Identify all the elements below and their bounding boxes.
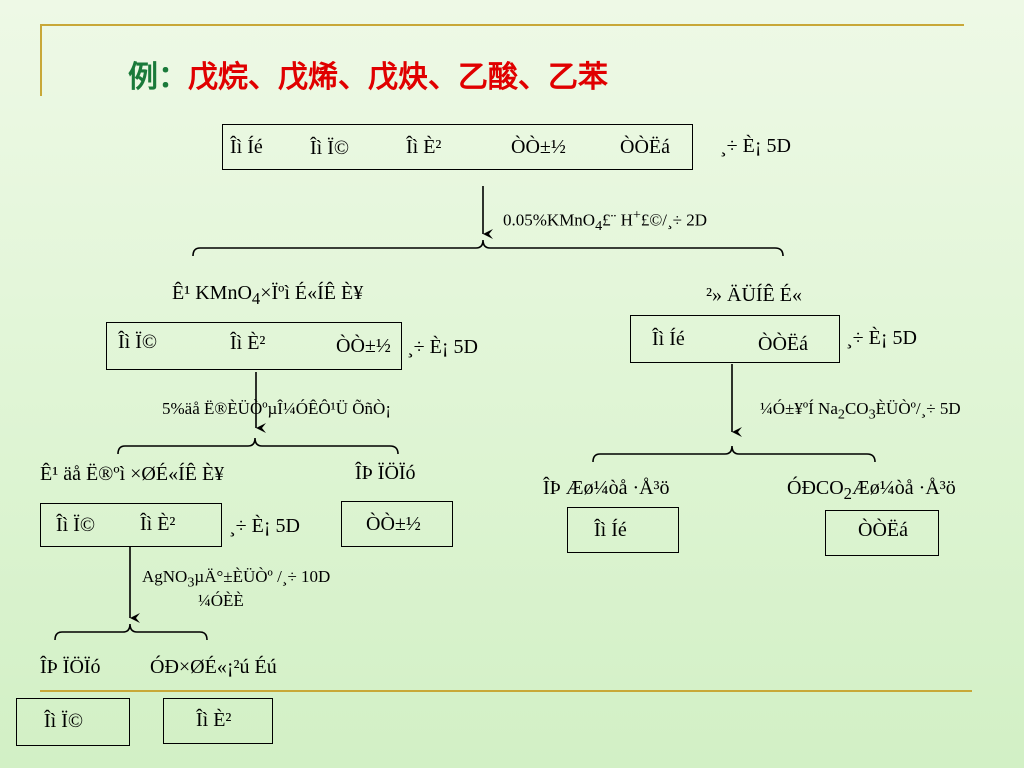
right-result-left-item: Îì Íé [594, 519, 627, 541]
title-label: 例： [128, 60, 188, 95]
left-branch-note: ¸÷ È¡ 5D [407, 336, 478, 358]
brace-main [192, 239, 784, 257]
page-title: 例：戊烷、戊烯、戊炔、乙酸、乙苯 [128, 52, 608, 96]
level2-left-box [40, 503, 222, 547]
left-branch-box [106, 322, 402, 370]
bottom-rule [40, 690, 972, 692]
right-result-left: ÎÞ Æø¼òå ·Å³ö [543, 477, 670, 499]
right-result-right-box [825, 510, 939, 556]
top-item-5: ÒÒËá [620, 136, 670, 158]
top-item-1: Îì Íé [230, 136, 263, 158]
right-branch-note: ¸÷ È¡ 5D [846, 327, 917, 349]
level3-right-item: Îì È² [196, 709, 232, 731]
left-branch-label: Ê¹ KMnO4×Ïºì É«ÍÊ È¥ [172, 282, 364, 308]
top-item-4: ÒÒ±½ [511, 136, 566, 158]
brace-left [117, 437, 399, 455]
level2-item-1: Îì Ï© [56, 514, 96, 536]
right-branch-label: ²» ÄÜÍÊ É« [706, 284, 802, 306]
top-item-3: Îì È² [406, 136, 442, 158]
right-branch-box [630, 315, 840, 363]
brace-bottom [54, 623, 208, 641]
level3-label-left: ÎÞ ÏÖÏó [40, 656, 101, 678]
level2-right-item: ÒÒ±½ [366, 513, 421, 535]
left-rule [40, 24, 42, 96]
right-branch-item-2: ÒÒËá [758, 333, 808, 355]
left-branch-reagent: 5%äå Ë®ÈÜÒºµÎ¼ÓÊÔ¹Ü ÕñÒ¡ [162, 399, 391, 418]
top-rule [40, 24, 964, 26]
level2-right-box [341, 501, 453, 547]
level2-label-left: Ê¹ äå Ë®ºì ×ØÉ«ÍÊ È¥ [40, 463, 225, 485]
top-note: ¸÷ È¡ 5D [720, 135, 791, 157]
level3-left-box [16, 698, 130, 746]
level3-label-right: ÓÐ×ØÉ«¡²ú Éú [150, 656, 277, 678]
left-branch-item-3: ÒÒ±½ [336, 335, 391, 357]
right-result-right-item: ÒÒËá [858, 519, 908, 541]
right-branch-item-1: Îì Íé [652, 328, 685, 350]
level2-reagent: AgNO3µÄ°±ÈÜÒº /¸÷ 10D [142, 567, 331, 591]
level2-item-2: Îì È² [140, 513, 176, 535]
level3-left-item: Îì Ï© [44, 710, 84, 732]
right-result-right: ÓÐCO2Æø¼òå ·Å³ö [787, 477, 956, 503]
top-box [222, 124, 693, 170]
left-branch-item-1: Îì Ï© [118, 331, 158, 353]
right-branch-reagent: ¼Ó±¥ºÍ Na2CO3ÈÜÒº/¸÷ 5D [760, 399, 961, 423]
level3-right-box [163, 698, 273, 744]
step1-reagent: 0.05%KMnO4£¨ H+£©/¸÷ 2D [503, 207, 708, 235]
left-branch-item-2: Îì È² [230, 332, 266, 354]
level2-label-right: ÎÞ ÏÖÏó [355, 462, 416, 484]
right-result-left-box [567, 507, 679, 553]
title-text: 戊烷、戊烯、戊炔、乙酸、乙苯 [188, 60, 608, 95]
top-item-2: Îì Ï© [310, 137, 350, 159]
level2-reagent-line2: ¼ÓÈÈ [198, 591, 244, 610]
level2-note: ¸÷ È¡ 5D [229, 515, 300, 537]
brace-right [592, 445, 876, 463]
